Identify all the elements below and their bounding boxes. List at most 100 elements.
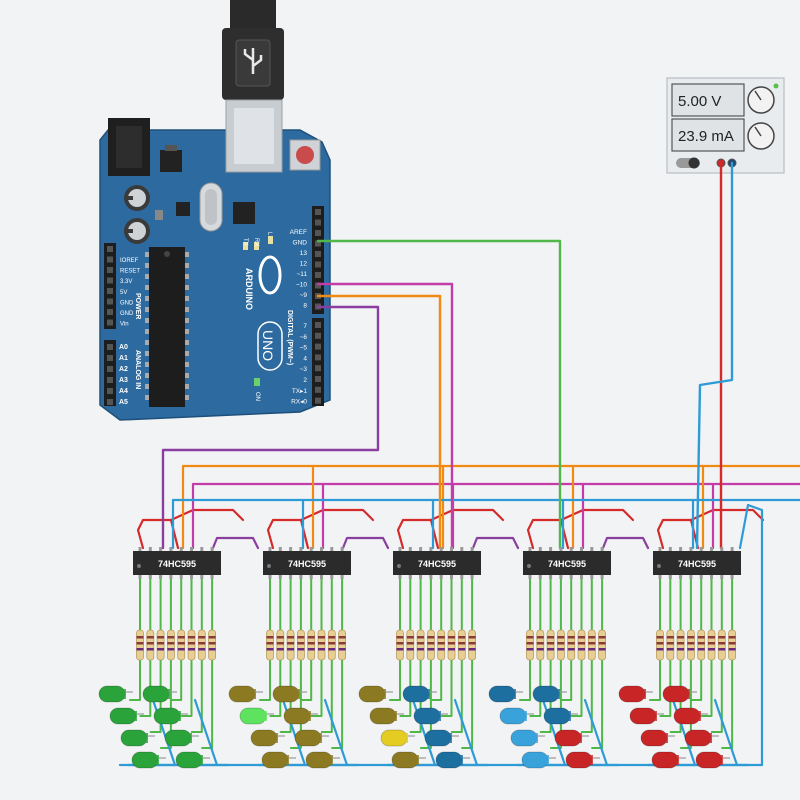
resistor-band bbox=[276, 636, 284, 639]
led-rim bbox=[319, 733, 322, 743]
shift-register-label: 74HC595 bbox=[548, 559, 586, 569]
resistor bbox=[197, 629, 206, 661]
led-red bbox=[618, 685, 646, 703]
chip-pin bbox=[138, 547, 142, 551]
digital-pin-label: ~9 bbox=[300, 292, 308, 299]
chip-pin bbox=[145, 329, 149, 334]
chip-pin bbox=[185, 307, 189, 312]
wire-vcc-chain bbox=[689, 508, 765, 522]
chip-pin bbox=[190, 547, 193, 551]
resistor-band bbox=[656, 636, 664, 639]
resistor-band bbox=[677, 636, 685, 639]
led-rim bbox=[427, 689, 430, 699]
chip-pin bbox=[538, 575, 542, 579]
power-pin-label: 5V bbox=[120, 290, 127, 296]
resistor bbox=[296, 629, 305, 661]
header-hole bbox=[107, 277, 113, 284]
resistor-band bbox=[146, 636, 154, 639]
power-pin-label: Vin bbox=[120, 322, 129, 328]
resistor-band bbox=[458, 636, 466, 639]
power-header-title: POWER bbox=[134, 293, 141, 319]
chip-pin bbox=[185, 384, 189, 389]
resistor bbox=[447, 629, 456, 661]
resistor bbox=[276, 629, 285, 661]
digital-pin-label: 2 bbox=[303, 377, 307, 384]
wire-clock bbox=[571, 464, 705, 550]
chip-notch bbox=[527, 564, 531, 568]
resistor bbox=[457, 629, 466, 661]
resistor-band bbox=[266, 648, 274, 651]
power-pin-label: RESET bbox=[120, 269, 140, 275]
resistor-band bbox=[697, 648, 705, 651]
resistor-band bbox=[687, 642, 695, 645]
shift-register-label: 74HC595 bbox=[288, 559, 326, 569]
wire-resistor-led bbox=[669, 655, 682, 733]
header-hole bbox=[315, 376, 321, 382]
crystal-inner bbox=[205, 189, 217, 225]
wire-resistor-led bbox=[690, 655, 703, 701]
wire-resistor-led bbox=[529, 655, 542, 717]
shift-register-chip bbox=[393, 551, 481, 575]
resistor bbox=[707, 629, 716, 661]
resistor-band bbox=[208, 636, 216, 639]
header-hole bbox=[315, 282, 321, 289]
wire-led-ground bbox=[453, 698, 479, 767]
wire-resistor-led bbox=[180, 655, 193, 717]
reset-button-cap[interactable] bbox=[296, 146, 314, 164]
chip-pin bbox=[148, 575, 152, 579]
chip-pin bbox=[699, 547, 703, 551]
led-olive bbox=[391, 751, 419, 769]
arduino-board-layer bbox=[99, 0, 331, 421]
header-hole bbox=[107, 377, 113, 383]
small-chip bbox=[176, 202, 190, 216]
digital-pin-label: ~3 bbox=[300, 366, 308, 373]
digital-pin-label: 8 bbox=[303, 303, 307, 310]
chip-pin bbox=[179, 575, 183, 579]
resistor bbox=[266, 629, 274, 661]
resistor-band bbox=[318, 636, 325, 639]
power-switch-knob[interactable] bbox=[688, 157, 700, 169]
chip-pin bbox=[470, 547, 474, 551]
wire-resistor-led bbox=[190, 655, 203, 733]
resistor-band bbox=[396, 648, 404, 651]
resistor-band bbox=[198, 648, 206, 651]
resistor-band bbox=[338, 636, 346, 639]
chip-pin bbox=[145, 307, 149, 312]
chip-pin bbox=[159, 547, 163, 551]
current-readout: 23.9 mA bbox=[678, 128, 734, 145]
digital-pin-label: 12 bbox=[300, 261, 308, 268]
led-rim bbox=[460, 755, 463, 765]
resistor bbox=[536, 629, 545, 661]
led-olive bbox=[228, 685, 256, 703]
wire-clock bbox=[701, 464, 800, 550]
wire-clock bbox=[311, 464, 445, 550]
resistor-band bbox=[666, 642, 674, 645]
chip-pin bbox=[145, 362, 149, 367]
led-green bbox=[153, 707, 181, 725]
led-rim bbox=[394, 711, 397, 721]
wire-ground-link bbox=[431, 498, 565, 550]
header-hole bbox=[315, 332, 321, 339]
resistor bbox=[317, 629, 326, 661]
chip-pin bbox=[138, 575, 142, 579]
capacitor-mark-2 bbox=[128, 229, 133, 233]
resistor bbox=[286, 629, 295, 661]
resistor bbox=[136, 629, 144, 661]
wire-resistor-led bbox=[129, 655, 141, 701]
chip-pin bbox=[730, 547, 734, 551]
wire-led-ground bbox=[583, 698, 609, 767]
resistor-band bbox=[437, 642, 445, 645]
wire-serial-chain bbox=[341, 536, 390, 550]
digital-pin-label: 4 bbox=[303, 355, 307, 362]
chip-pin bbox=[580, 575, 583, 579]
analog-pin-label: A0 bbox=[119, 344, 128, 351]
resistor-band bbox=[708, 636, 715, 639]
wire-serial-chain bbox=[601, 536, 650, 550]
led-rim bbox=[676, 755, 679, 765]
resistor-band bbox=[547, 648, 555, 651]
chip-pin bbox=[408, 547, 412, 551]
chip-notch bbox=[267, 564, 271, 568]
resistor-band bbox=[666, 636, 674, 639]
chip-pin bbox=[185, 373, 189, 378]
